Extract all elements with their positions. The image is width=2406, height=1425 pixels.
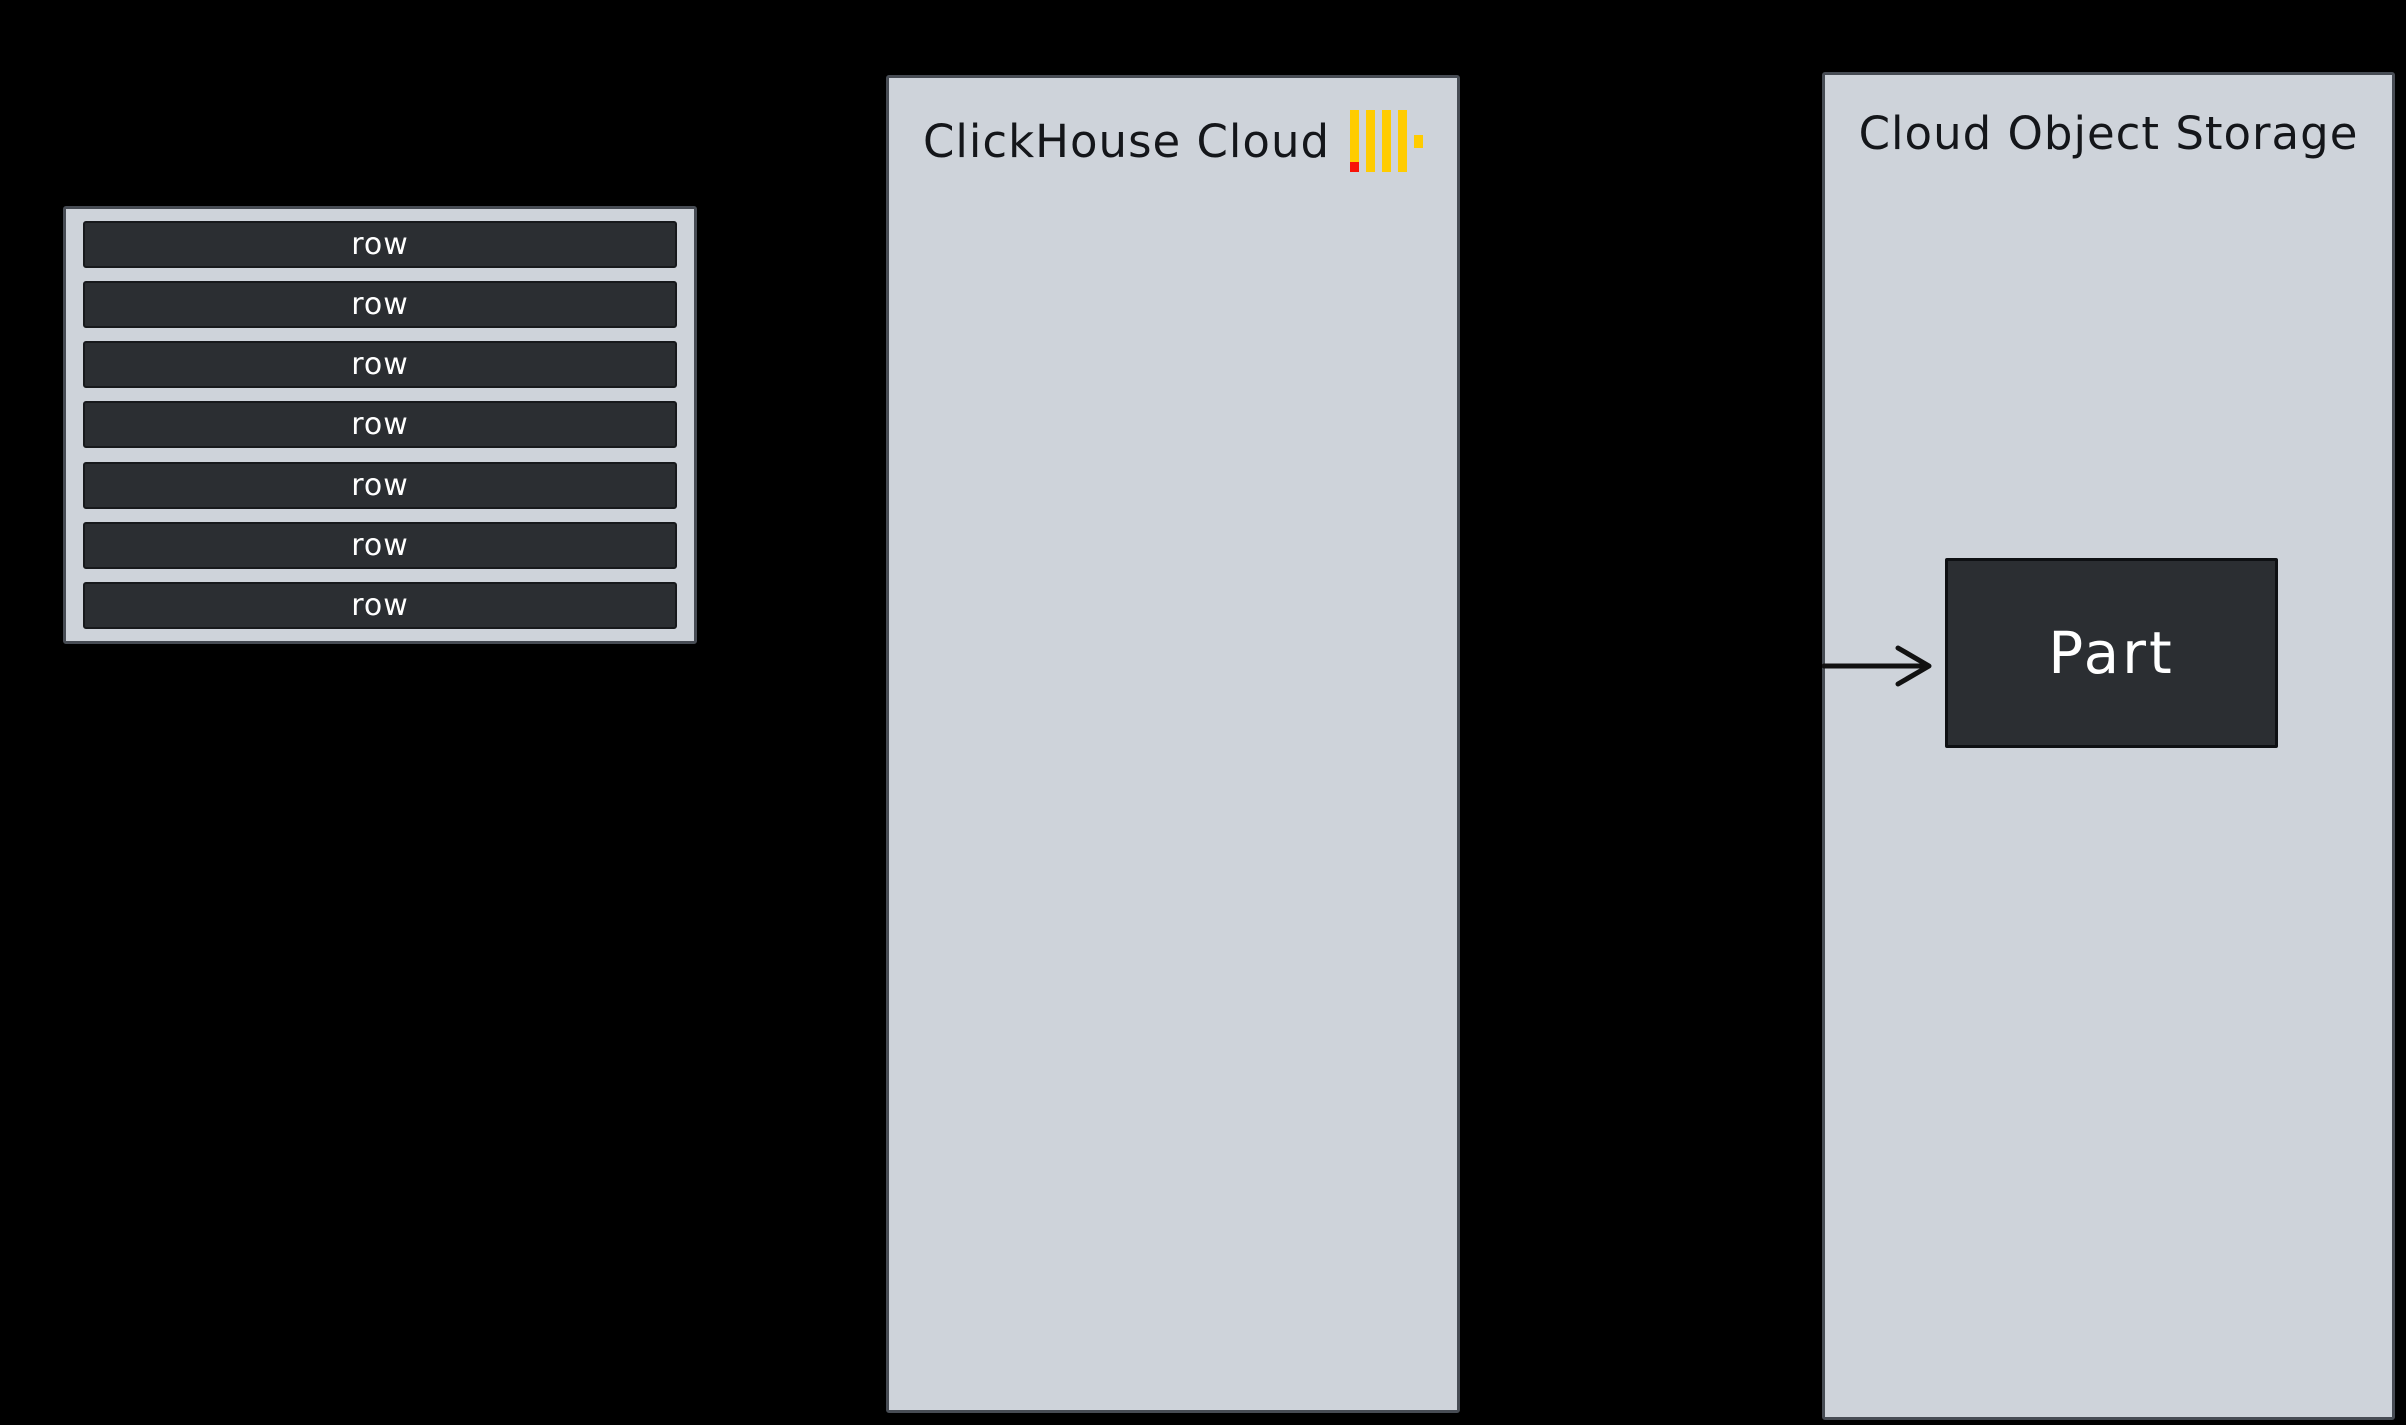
row-stack: row row row row row row row	[63, 206, 697, 644]
table-row: row	[83, 401, 677, 449]
table-row: row	[83, 341, 677, 389]
cloud-object-storage-header: Cloud Object Storage	[1825, 107, 2392, 160]
clickhouse-cloud-title: ClickHouse Cloud	[922, 114, 1331, 168]
part-box: Part	[1945, 558, 2278, 748]
part-label: Part	[2048, 619, 2175, 687]
cloud-object-storage-panel: Cloud Object Storage Part	[1822, 72, 2395, 1420]
clickhouse-logo-bar	[1366, 110, 1376, 172]
table-row: row	[83, 221, 677, 268]
table-row: row	[83, 461, 677, 509]
table-row: row	[83, 281, 677, 329]
cloud-object-storage-title: Cloud Object Storage	[1858, 107, 2359, 160]
clickhouse-logo-bar	[1382, 110, 1392, 172]
clickhouse-logo-dot	[1414, 135, 1424, 148]
clickhouse-cloud-panel: ClickHouse Cloud	[886, 75, 1460, 1413]
clickhouse-logo-bar	[1350, 110, 1360, 172]
table-row: row	[83, 581, 677, 629]
clickhouse-cloud-header: ClickHouse Cloud	[889, 110, 1457, 172]
clickhouse-logo-red-tip	[1350, 162, 1360, 172]
clickhouse-logo-icon	[1350, 110, 1424, 172]
clickhouse-logo-bar	[1398, 110, 1408, 172]
table-row: row	[83, 521, 677, 569]
arrow-right-icon	[1822, 645, 1932, 687]
